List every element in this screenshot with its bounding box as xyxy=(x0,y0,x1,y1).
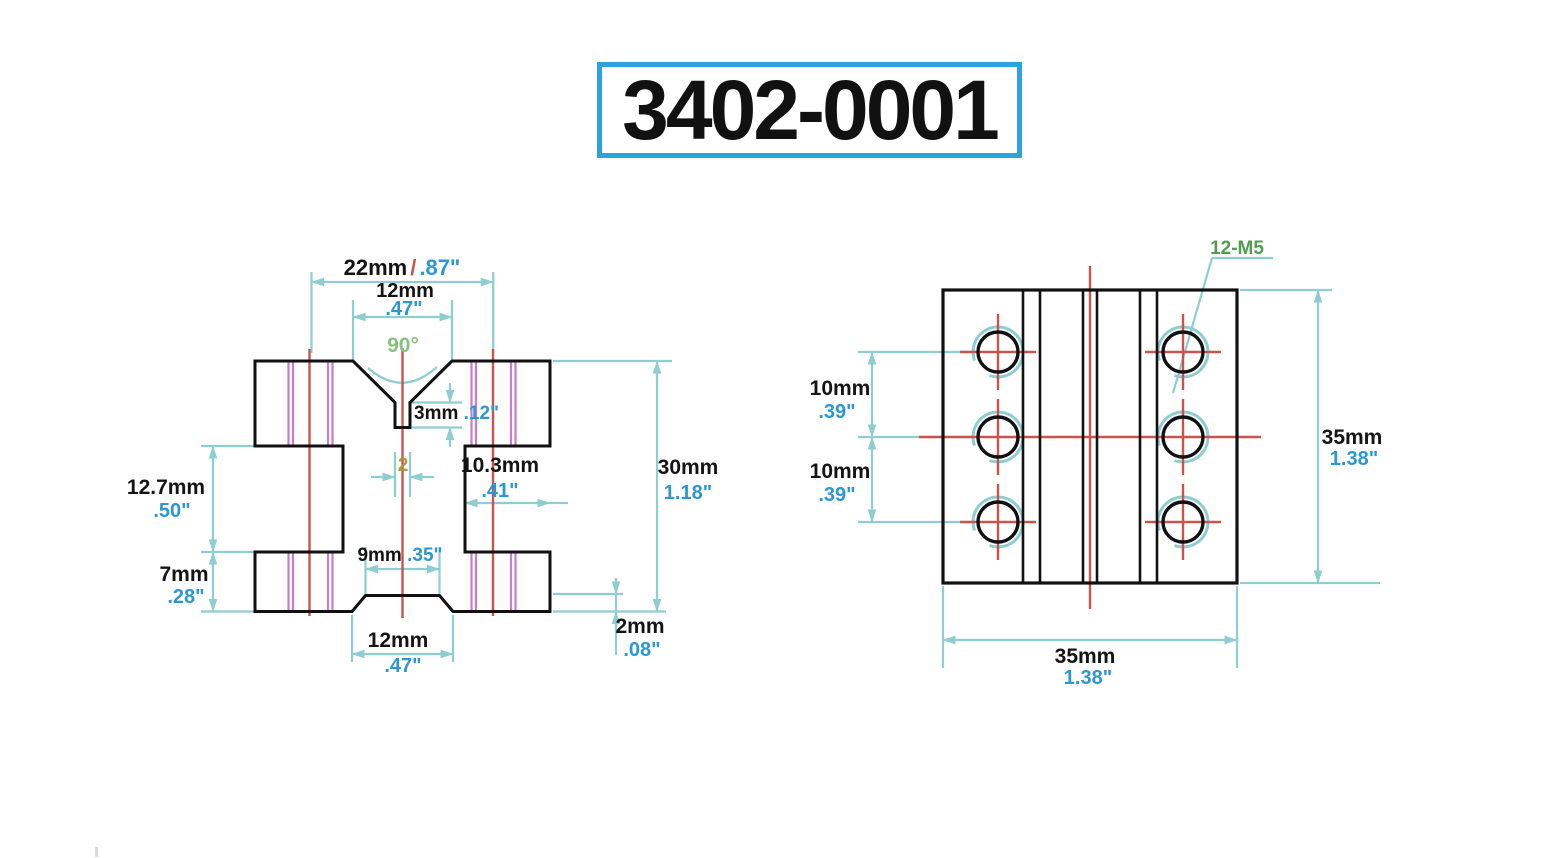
front-view xyxy=(201,272,672,662)
front-part-outline xyxy=(253,359,552,613)
dim-hole-pitch1-in: .39" xyxy=(818,401,856,423)
side-block-outline xyxy=(941,288,1239,585)
dim-groove-width-in: .47" xyxy=(385,298,423,320)
dim-slot-width: 2 xyxy=(397,455,409,476)
dim-recess-bottom-mm: 12mm xyxy=(367,629,429,652)
dim-hole-pitch1-mm: 10mm xyxy=(809,377,871,400)
front-dimension-lines xyxy=(201,272,672,662)
part-number-box: 3402-0001 xyxy=(597,62,1022,158)
dim-side-height-mm: 35mm xyxy=(1321,426,1383,449)
dim-groove-angle: 90° xyxy=(387,334,419,357)
dim-side-height-in: 1.38" xyxy=(1329,448,1379,470)
front-thread-lines xyxy=(287,361,517,612)
dim-notch-height-in: .50" xyxy=(153,500,191,522)
dim-groove-width-mm: 12mm xyxy=(376,280,434,302)
dim-slot-depth-label: 3mm .12" xyxy=(414,403,500,424)
dim-top-width-label: 22mm/.87" xyxy=(343,255,461,280)
dim-side-width-in: 1.38" xyxy=(1063,667,1113,689)
dim-step-depth-in: .41" xyxy=(481,480,519,502)
part-number: 3402-0001 xyxy=(622,63,1000,157)
dim-recess-bottom-in: .47" xyxy=(384,655,422,677)
dim-step-depth-mm: 10.3mm xyxy=(460,454,540,477)
side-dimension-lines xyxy=(858,256,1380,668)
dim-hole-pitch2-in: .39" xyxy=(818,484,856,506)
dim-notch-height-mm: 12.7mm xyxy=(126,476,206,499)
side-holes xyxy=(976,330,1205,544)
dim-flange-height-in: .28" xyxy=(167,586,205,608)
dim-height-mm: 30mm xyxy=(657,456,719,479)
dim-hole-pitch2-mm: 10mm xyxy=(809,460,871,483)
dim-recess-depth-mm: 2mm xyxy=(615,615,665,638)
dim-height-in: 1.18" xyxy=(663,482,713,504)
dim-side-width-mm: 35mm xyxy=(1054,645,1116,668)
dim-recess-depth-in: .08" xyxy=(623,639,661,661)
side-centerlines xyxy=(919,266,1261,609)
dim-flange-height-mm: 7mm xyxy=(159,563,209,586)
thread-callout: 12-M5 xyxy=(1210,238,1264,259)
side-view xyxy=(858,256,1380,668)
front-centerlines xyxy=(308,348,495,618)
side-thread-arcs xyxy=(971,325,1210,549)
dim-recess-top-label: 9mm .35" xyxy=(357,545,443,566)
scan-artifact xyxy=(95,847,98,857)
